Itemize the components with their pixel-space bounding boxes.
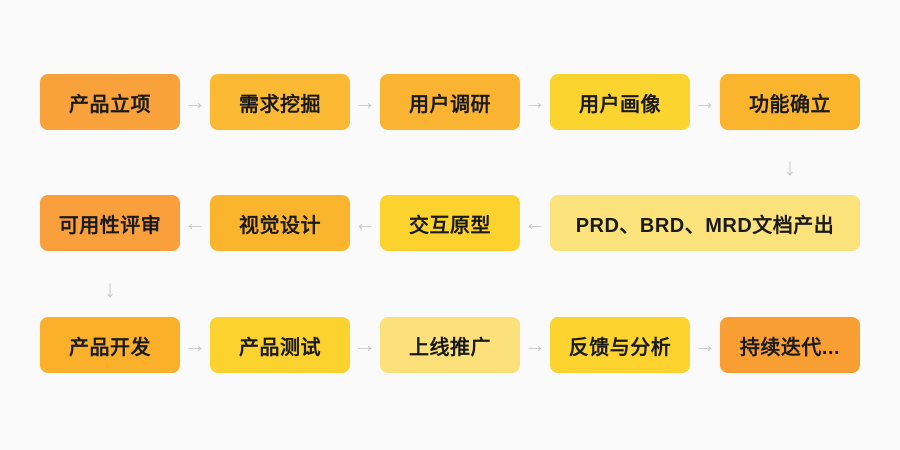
arrow-down-icon: ↓ [784,154,796,181]
arrow-left-icon: ← [184,210,206,235]
arrow-left-icon: ← [524,210,546,235]
node-visual-design: 视觉设计 [210,195,350,251]
arrow-right-icon: → [524,332,546,357]
arrow-down-icon: ↓ [104,276,116,303]
arrow-right-icon: → [694,89,716,114]
node-usability-review: 可用性评审 [40,195,180,251]
node-feedback-analysis: 反馈与分析 [550,317,690,373]
flow-row-3: 产品开发 → 产品测试 → 上线推广 → 反馈与分析 → 持续迭代... [40,317,860,373]
node-product-testing: 产品测试 [210,317,350,373]
arrow-right-icon: → [524,89,546,114]
arrow-right-icon: → [694,332,716,357]
flow-row-1: 产品立项 → 需求挖掘 → 用户调研 → 用户画像 → 功能确立 [40,74,860,130]
arrow-right-icon: → [184,332,206,357]
arrow-right-icon: → [354,89,376,114]
node-user-research: 用户调研 [380,74,520,130]
node-requirement-mining: 需求挖掘 [210,74,350,130]
node-continuous-iteration: 持续迭代... [720,317,860,373]
node-interaction-prototype: 交互原型 [380,195,520,251]
node-prd-brd-mrd-documents: PRD、BRD、MRD文档产出 [550,195,860,251]
node-user-persona: 用户画像 [550,74,690,130]
arrow-right-icon: → [354,332,376,357]
node-feature-definition: 功能确立 [720,74,860,130]
node-product-development: 产品开发 [40,317,180,373]
arrow-right-icon: → [184,89,206,114]
arrow-left-icon: ← [354,210,376,235]
node-project-initiation: 产品立项 [40,74,180,130]
flow-row-2: 可用性评审 ← 视觉设计 ← 交互原型 ← PRD、BRD、MRD文档产出 [40,195,860,251]
node-launch-promotion: 上线推广 [380,317,520,373]
